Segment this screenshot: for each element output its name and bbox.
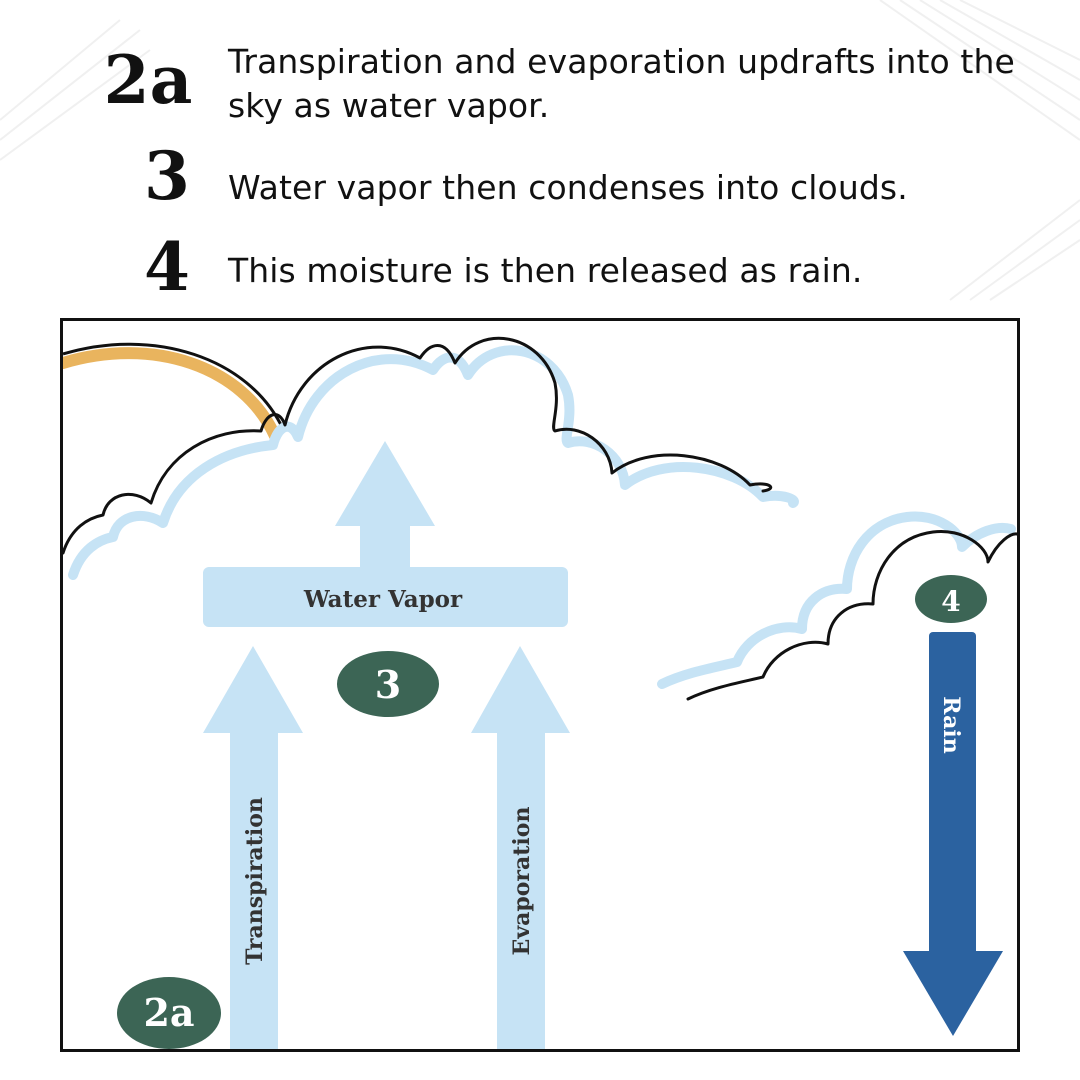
- step-text-4: This moisture is then released as rain.: [228, 251, 863, 290]
- transpiration-label: Transpiration: [242, 797, 268, 965]
- water-cycle-diagram: Water Vapor Transpiration Evaporation Ra…: [60, 318, 1020, 1052]
- background-pattern: [0, 0, 1080, 301]
- rain-label: Rain: [938, 696, 964, 753]
- water-vapor-label: Water Vapor: [303, 586, 463, 613]
- badge-2a: 2a: [117, 977, 221, 1049]
- svg-text:4: 4: [941, 585, 960, 618]
- water-vapor-bar: Water Vapor: [203, 567, 568, 627]
- step-number-3: 3: [144, 137, 190, 215]
- sun-icon: [63, 342, 285, 442]
- step-text-2a: Transpiration and evaporation updrafts i…: [228, 42, 1015, 125]
- step-number-2a: 2a: [103, 41, 193, 119]
- rain-arrow: Rain: [903, 632, 1003, 1036]
- svg-text:2a: 2a: [143, 990, 194, 1035]
- large-cloud-icon: [63, 336, 799, 580]
- transpiration-arrow: Transpiration: [203, 646, 303, 1049]
- evaporation-arrow: Evaporation: [471, 646, 570, 1049]
- svg-text:3: 3: [375, 662, 401, 707]
- badge-3: 3: [337, 651, 439, 717]
- small-cloud-icon: [657, 511, 1017, 701]
- badge-4: 4: [915, 575, 987, 623]
- evaporation-label: Evaporation: [509, 807, 535, 956]
- water-vapor-up-arrow: [335, 441, 435, 576]
- step-number-4: 4: [144, 228, 190, 306]
- step-text-3: Water vapor then condenses into clouds.: [228, 168, 908, 207]
